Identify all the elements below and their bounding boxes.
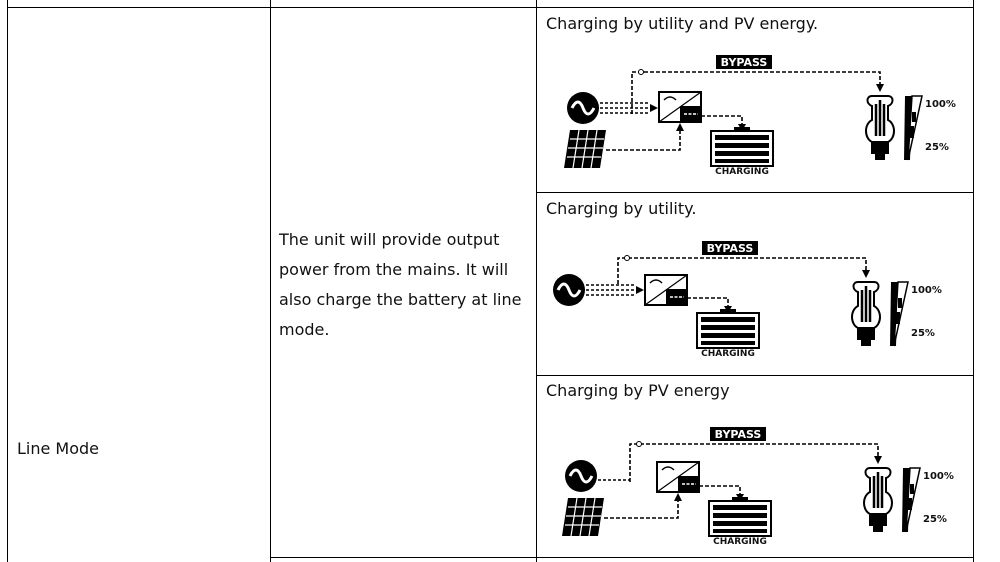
cell-rule-2: [536, 375, 974, 376]
battery-icon: [710, 127, 774, 167]
level-high-label: 100%: [923, 471, 954, 482]
inverter-icon: [658, 91, 702, 123]
battery-icon: [696, 309, 760, 349]
bypass-text: BYPASS: [707, 242, 754, 255]
bulb-icon: [851, 281, 881, 346]
load-level-icon: [902, 467, 921, 533]
table-divider-2: [536, 0, 537, 562]
inverter-icon: [644, 274, 688, 306]
level-high-label: 100%: [911, 285, 942, 296]
bulb-icon: [863, 467, 893, 532]
level-low-label: 25%: [923, 514, 947, 525]
table-top-rule: [7, 7, 974, 8]
charging-label: CHARGING: [715, 167, 769, 177]
bypass-badge: [716, 55, 772, 69]
mode-description: The unit will provide output power from …: [279, 230, 522, 339]
utility-ac-icon: [565, 460, 597, 492]
utility-ac-icon: [567, 92, 599, 124]
table-border-right: [973, 0, 974, 562]
utility-ac-icon: [553, 274, 585, 306]
mode-label: Line Mode: [17, 439, 100, 458]
table-divider-1: [270, 0, 271, 562]
case-title-utility-pv: Charging by utility and PV energy.: [546, 14, 819, 33]
case-title-utility: Charging by utility.: [546, 199, 697, 218]
charging-label: CHARGING: [713, 537, 767, 547]
level-high-label: 100%: [925, 99, 956, 110]
solar-panel-icon: [562, 497, 604, 537]
bypass-text: BYPASS: [721, 56, 768, 69]
load-level-icon: [904, 95, 923, 161]
bypass-text: BYPASS: [715, 428, 762, 441]
charging-label: CHARGING: [701, 349, 755, 359]
battery-icon: [708, 497, 772, 537]
row-bottom-rule: [270, 557, 974, 558]
level-low-label: 25%: [911, 328, 935, 339]
load-level-icon: [890, 281, 909, 347]
solar-panel-icon: [564, 129, 606, 169]
level-low-label: 25%: [925, 142, 949, 153]
cell-rule-1: [536, 192, 974, 193]
table-border-left: [7, 0, 8, 562]
inverter-icon: [656, 461, 700, 493]
case-title-pv: Charging by PV energy: [546, 381, 730, 400]
bulb-icon: [865, 95, 895, 160]
